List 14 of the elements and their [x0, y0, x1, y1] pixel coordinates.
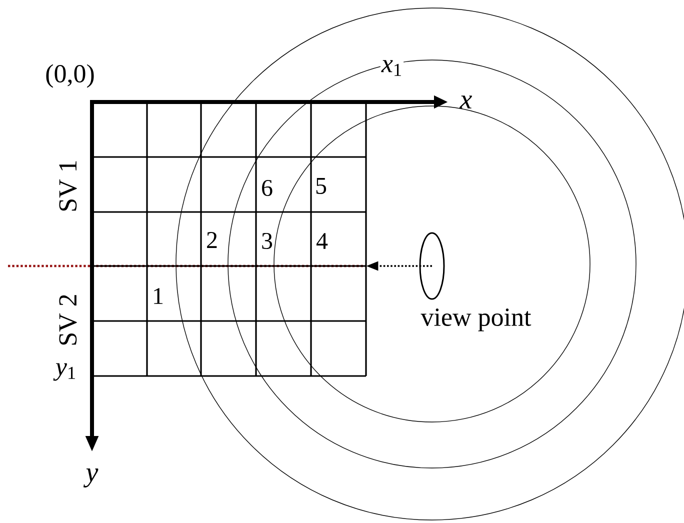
view-ellipse	[419, 232, 445, 300]
cell-number: 4	[316, 233, 328, 249]
cell-number: 6	[262, 180, 272, 196]
cell-number: 1	[154, 288, 163, 304]
coordinate-label: (0,0)	[46, 64, 94, 88]
view-point-label: view point	[420, 308, 532, 332]
axis-label: y	[83, 468, 98, 488]
grid-drawing	[92, 102, 367, 377]
axis-label: x	[459, 96, 472, 108]
axis-label: x$_{1}$	[381, 60, 401, 76]
axis-label: y$_{1}$	[53, 363, 75, 381]
cell-number: 5	[316, 178, 326, 194]
cell-number: 2	[207, 232, 217, 248]
cell-number: 3	[262, 232, 272, 250]
